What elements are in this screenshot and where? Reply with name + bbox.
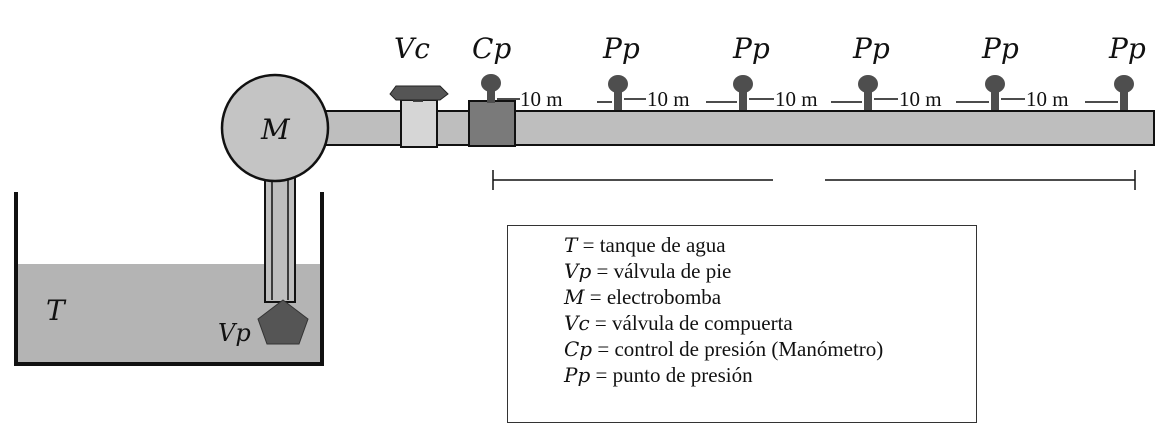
- legend-symbol: Vc: [564, 311, 590, 335]
- pressure-control: Cp: [468, 32, 516, 147]
- legend-text: control de presión (Manómetro): [614, 337, 884, 361]
- legend-symbol: Pp: [564, 363, 591, 387]
- legend-item: Pp = punto de presión: [564, 362, 883, 388]
- gate-valve-label: Vc: [394, 32, 430, 65]
- distance-label-5: 10 m: [1026, 87, 1069, 111]
- distance-markers: [497, 98, 1118, 103]
- tank-label: T: [46, 294, 67, 327]
- legend-text: electrobomba: [606, 285, 722, 309]
- legend-item: Vc = válvula de compuerta: [564, 310, 883, 336]
- legend-text: tanque de agua: [599, 233, 726, 257]
- distance-label-1: 10 m: [520, 87, 563, 111]
- legend-text: válvula de pie: [613, 259, 732, 283]
- suction-pipe: [264, 169, 296, 303]
- legend-list: T = tanque de agua Vp = válvula de pie M…: [564, 232, 883, 388]
- legend-equals: =: [591, 259, 614, 283]
- legend-item: Cp = control de presión (Manómetro): [564, 336, 883, 362]
- legend-item: T = tanque de agua: [564, 232, 883, 258]
- legend-symbol: Vp: [564, 259, 592, 283]
- pressure-point-1: Pp: [602, 32, 640, 110]
- electropump-motor: M: [220, 73, 330, 183]
- discharge-pipe: [321, 110, 1155, 146]
- distance-label-2: 10 m: [647, 87, 690, 111]
- foot-valve: Vp: [218, 299, 309, 347]
- legend-equals: =: [590, 363, 613, 387]
- legend-equals: =: [592, 337, 615, 361]
- foot-valve-shape: [257, 299, 309, 345]
- foot-valve-label: Vp: [218, 319, 251, 347]
- legend-item: M = electrobomba: [564, 284, 883, 310]
- legend-symbol: Cp: [564, 337, 593, 361]
- gate-valve: Vc: [389, 32, 449, 148]
- gate-valve-body: [400, 99, 438, 148]
- legend-symbol: T: [564, 233, 578, 257]
- total-length-dimension: [492, 170, 1136, 190]
- legend-equals: =: [589, 311, 612, 335]
- pressure-point-label: Pp: [852, 32, 890, 65]
- pressure-point-5: Pp: [1108, 32, 1146, 110]
- motor-label: M: [260, 113, 291, 146]
- gate-valve-handwheel: [389, 85, 449, 101]
- pressure-point-label: Pp: [732, 32, 770, 65]
- legend-equals: =: [584, 285, 607, 309]
- pressure-point-label: Pp: [981, 32, 1019, 65]
- tank-walls: [14, 192, 324, 366]
- pressure-point-label: Pp: [1108, 32, 1146, 65]
- legend-item: Vp = válvula de pie: [564, 258, 883, 284]
- pressure-control-box: [468, 100, 516, 147]
- distance-label-4: 10 m: [899, 87, 942, 111]
- pressure-control-label: Cp: [472, 32, 511, 65]
- pressure-point-label: Pp: [602, 32, 640, 65]
- legend-equals: =: [577, 233, 600, 257]
- pressure-point-3: Pp: [852, 32, 890, 110]
- pressure-point-2: Pp: [732, 32, 770, 110]
- distance-label-3: 10 m: [775, 87, 818, 111]
- legend: T = tanque de agua Vp = válvula de pie M…: [507, 225, 977, 423]
- legend-text: punto de presión: [612, 363, 753, 387]
- legend-text: válvula de compuerta: [612, 311, 793, 335]
- legend-symbol: M: [564, 285, 585, 309]
- pressure-point-4: Pp: [981, 32, 1019, 110]
